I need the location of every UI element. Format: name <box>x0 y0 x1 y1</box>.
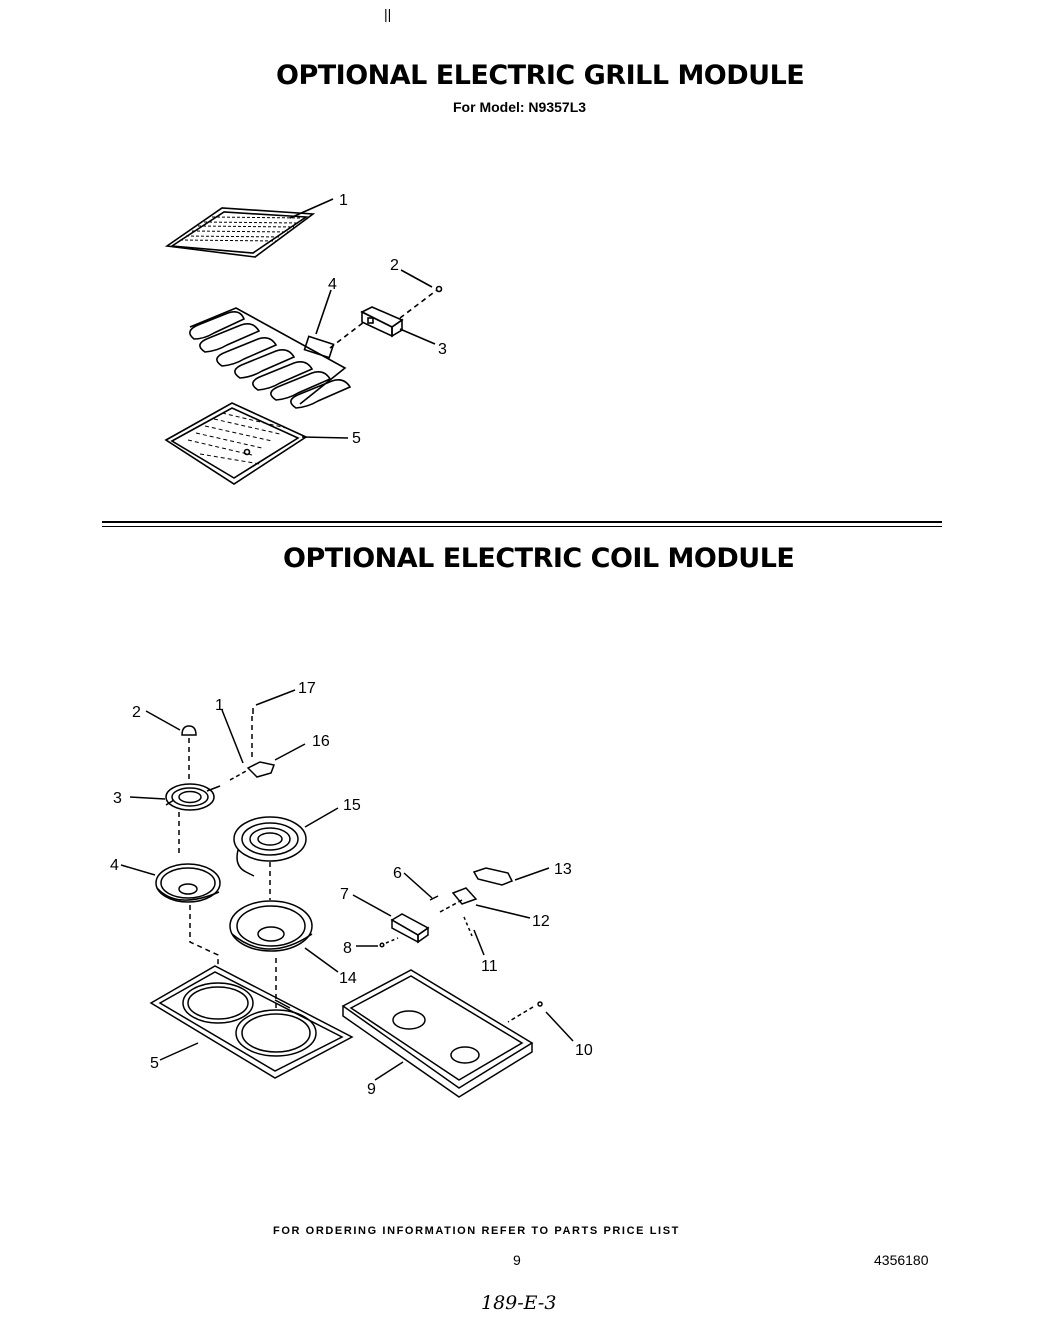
ordering-note: FOR ORDERING INFORMATION REFER TO PARTS … <box>273 1225 680 1237</box>
large-drip-bowl-part <box>229 900 313 952</box>
cooktop-part <box>149 965 354 1079</box>
coil-callout-16: 16 <box>312 733 330 750</box>
coil-callout-15: 15 <box>343 797 361 814</box>
small-coil-part <box>165 783 221 811</box>
coil-callout-1: 1 <box>215 697 224 714</box>
large-coil-part <box>233 816 307 877</box>
section-divider-top <box>102 521 942 523</box>
coil-callout-10: 10 <box>575 1042 593 1059</box>
grill-grate-part <box>164 207 316 258</box>
coil-callout-12: 12 <box>532 913 550 930</box>
screw-part <box>379 942 385 948</box>
coil-callout-3: 3 <box>113 790 122 807</box>
clip-part <box>472 867 514 886</box>
page-number: 9 <box>513 1252 521 1268</box>
coil-callout-11: 11 <box>481 958 498 975</box>
coil-callout-17: 17 <box>298 680 316 697</box>
grill-callout-5: 5 <box>352 430 361 447</box>
coil-callout-9: 9 <box>367 1081 376 1098</box>
coil-callout-5: 5 <box>150 1055 159 1072</box>
section-divider-bottom <box>102 526 942 527</box>
knob-part <box>181 725 197 736</box>
document-number: 4356180 <box>874 1252 929 1268</box>
base-pan-part <box>341 969 534 1098</box>
coil-callout-6: 6 <box>393 865 402 882</box>
model-subtitle: For Model: N9357L3 <box>453 99 587 115</box>
coil-callout-7: 7 <box>340 886 349 903</box>
small-drip-bowl-part <box>155 863 221 903</box>
plate-part <box>451 887 478 905</box>
coil-callout-2: 2 <box>132 704 141 721</box>
grill-callout-4: 4 <box>328 276 337 293</box>
bracket-part <box>246 761 276 778</box>
grill-callout-3: 3 <box>438 341 447 358</box>
switch-part <box>390 913 430 944</box>
screw-part <box>435 285 443 293</box>
grill-callout-2: 2 <box>390 257 399 274</box>
grill-module-title: OPTIONAL ELECTRIC GRILL MODULE <box>276 60 805 91</box>
header-mark: || <box>384 6 392 22</box>
grill-callout-1: 1 <box>339 192 348 209</box>
handwritten-code: 189-E-3 <box>481 1292 557 1314</box>
coil-callout-4: 4 <box>110 857 119 874</box>
coil-callout-8: 8 <box>343 940 352 957</box>
coil-module-title: OPTIONAL ELECTRIC COIL MODULE <box>283 543 795 574</box>
coil-callout-14: 14 <box>339 970 357 987</box>
screw-part <box>537 1001 543 1007</box>
heating-element-part <box>189 307 352 409</box>
coil-callout-13: 13 <box>554 861 572 878</box>
